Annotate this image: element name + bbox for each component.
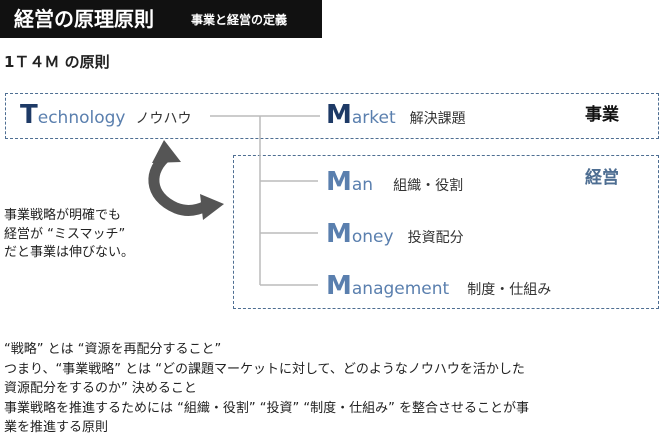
cycle-arrow-icon: [148, 140, 224, 220]
note-line: 経営が “ミスマッチ”: [4, 226, 126, 242]
term-man: Man 組織・役割: [326, 168, 463, 200]
section-title: 1Ｔ４Ｍ の原則: [4, 53, 110, 71]
mismatch-note: 事業戦略が明確でも 経営が “ミスマッチ” だと事業は伸びない。: [4, 207, 134, 263]
note-line: 事業戦略が明確でも: [4, 208, 122, 223]
market-rest: arket: [351, 108, 396, 128]
explanation-text: “戦略” とは “資源を再配分すること” つまり、“事業戦略” とは “どの課題…: [4, 340, 529, 438]
money-initial: M: [326, 219, 352, 249]
explanation-line: 事業戦略を推進するためには “組織・役割” “投資” “制度・仕組み” を整合さ…: [4, 400, 529, 416]
money-rest: oney: [351, 227, 394, 247]
explanation-line: 資源配分をするのか” 決めること: [4, 381, 197, 396]
term-technology: Technology ノウハウ: [20, 101, 191, 133]
management-frame: [233, 155, 659, 309]
term-money: Money 投資配分: [326, 220, 464, 252]
page-subtitle: 事業と経営の定義: [191, 13, 288, 27]
technology-rest: echnology: [37, 108, 126, 128]
label-business: 事業: [585, 105, 619, 125]
management-initial: M: [326, 271, 352, 301]
management-rest: anagement: [351, 279, 450, 299]
man-initial: M: [326, 167, 352, 197]
man-rest: an: [351, 175, 374, 195]
technology-sub: ノウハウ: [135, 111, 192, 127]
technology-initial: T: [20, 100, 38, 130]
explanation-line: つまり、“事業戦略” とは “どの課題マーケットに対して、どのようなノウハウを活…: [4, 361, 525, 377]
note-line: だと事業は伸びない。: [4, 245, 135, 260]
money-sub: 投資配分: [407, 230, 464, 246]
explanation-line: 業を推進する原則: [4, 420, 109, 435]
header-banner: 経営の原理原則 事業と経営の定義: [0, 0, 322, 38]
term-market: Market 解決課題: [326, 101, 466, 133]
explanation-line: “戦略” とは “資源を再配分すること”: [4, 342, 222, 357]
label-management: 経営: [585, 168, 619, 188]
page-title: 経営の原理原則: [14, 7, 154, 31]
market-initial: M: [326, 100, 352, 130]
management-sub: 制度・仕組み: [467, 282, 552, 298]
man-sub: 組織・役割: [393, 178, 464, 194]
business-frame: [5, 93, 659, 139]
term-management: Management 制度・仕組み: [326, 272, 551, 304]
market-sub: 解決課題: [409, 111, 466, 127]
